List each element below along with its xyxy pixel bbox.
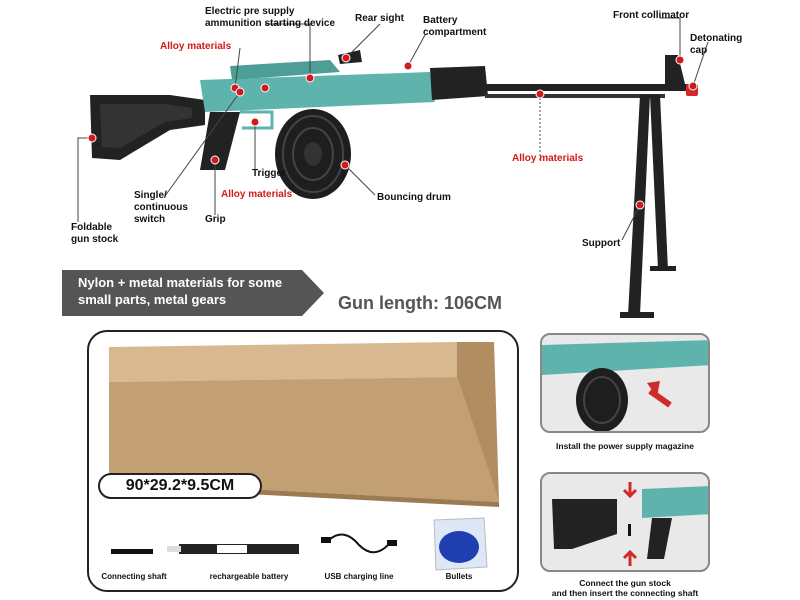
label-detonating-cap: Detonating cap: [690, 33, 743, 56]
accessory-label-1: rechargeable battery: [209, 572, 289, 581]
package-dimensions: 90*29.2*9.5CM: [98, 473, 262, 499]
install-step-1-image: [540, 333, 710, 433]
label-grip: Grip: [205, 214, 226, 225]
label-support: Support: [582, 238, 621, 249]
accessory-label-0: Connecting shaft: [101, 572, 167, 581]
label-alloy-materials-2: Alloy materials: [512, 153, 584, 164]
accessories-illustration: [111, 517, 488, 571]
label-rear-sight: Rear sight: [355, 13, 404, 24]
box-illustration: [109, 342, 499, 507]
label-alloy-materials-1: Alloy materials: [160, 41, 232, 52]
install-step-1-caption: Install the power supply magazine: [556, 441, 694, 451]
label-front-collimator: Front collimator: [613, 10, 690, 21]
label-foldable-stock: Foldable gun stock: [71, 222, 119, 245]
install-step-2-caption: Connect the gun stock and then insert th…: [551, 578, 699, 598]
banner-arrow-shape: [62, 270, 324, 316]
banner-text: Nylon + metal materials for some small p…: [78, 275, 283, 307]
install-step-2-image: [540, 472, 710, 572]
gun-length: Gun length: 106CM: [338, 293, 503, 313]
accessory-label-2: USB charging line: [324, 572, 394, 581]
label-bouncing-drum: Bouncing drum: [377, 192, 451, 203]
accessory-label-3: Bullets: [445, 572, 473, 581]
connecting-shaft-icon: [111, 549, 153, 554]
label-trigger: Trigger: [252, 168, 286, 179]
usb-cable-icon: [328, 533, 390, 554]
package-panel: Connecting shaft rechargeable battery US…: [87, 330, 519, 592]
label-single-switch: Single/ continuous switch: [134, 190, 188, 225]
label-alloy-materials-3: Alloy materials: [221, 189, 293, 200]
label-electric-device: Electric pre supply ammunition starting …: [205, 6, 336, 29]
label-battery-compartment: Battery compartment: [423, 15, 487, 38]
materials-banner: Nylon + metal materials for some small p…: [62, 270, 324, 316]
